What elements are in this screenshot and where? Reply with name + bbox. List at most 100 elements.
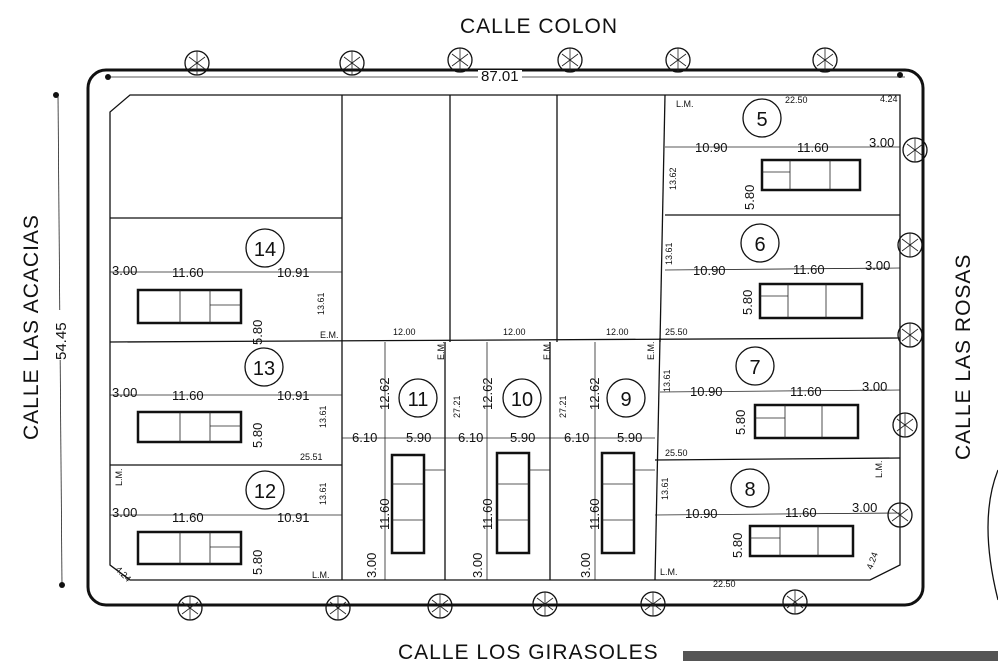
lot-depth: 13.61: [316, 292, 326, 315]
dim-d: 5.80: [740, 290, 755, 315]
lot-side: 25.50: [665, 448, 688, 458]
dim-a: 10.90: [685, 506, 718, 521]
lot-front: 12.00: [393, 327, 416, 337]
tree-row-south: [177, 589, 808, 621]
dim-b: 11.60: [172, 510, 204, 525]
dim-a: 6.10: [458, 430, 483, 445]
em-mark: E.M.: [646, 341, 656, 360]
street-west-label: CALLE LAS ACACIAS: [20, 214, 43, 440]
dim-a: 10.90: [693, 263, 726, 278]
dimension-end-dot: [53, 92, 59, 98]
em-mark: E.M.: [320, 330, 339, 340]
lot-side: 27.21: [558, 395, 568, 418]
dim-d: 5.80: [733, 410, 748, 435]
lot-11: 12.00 E.M. 11 12.62 27.21 6.10 5.90 11.6…: [342, 327, 462, 578]
dim-c: 3.00: [852, 500, 877, 515]
lot-number: 8: [744, 479, 755, 501]
lot-number: 12: [254, 481, 276, 503]
lot-number: 7: [749, 357, 760, 379]
dim-a: 3.00: [112, 385, 137, 400]
dim-d: 5.80: [742, 185, 757, 210]
dimension-end-dot: [105, 74, 111, 80]
west-side-dim: 25.50: [665, 327, 688, 337]
dimension-end-dot: [59, 582, 65, 588]
overall-width: 87.01: [481, 68, 519, 85]
lot-depth: 13.62: [668, 167, 678, 190]
em-mark: E.M.: [436, 341, 446, 360]
dimension-end-dot: [897, 72, 903, 78]
lot-front: 22.50: [785, 95, 808, 105]
dim-a: 6.10: [352, 430, 377, 445]
dim-d: 3.00: [470, 553, 485, 578]
lot-divisions: [109, 94, 901, 581]
dim-c: 11.60: [480, 498, 495, 530]
lot-10: 12.00 E.M. 10 12.62 27.21 6.10 5.90 11.6…: [445, 327, 568, 578]
block-inner-boundary: [109, 94, 901, 581]
dim-d: 5.80: [250, 423, 265, 448]
lot-front: 12.00: [606, 327, 629, 337]
height-label-bg: [52, 310, 68, 360]
dim-b: 11.60: [172, 265, 204, 280]
dim-a: 6.10: [564, 430, 589, 445]
lot-5: 5 L.M. 22.50 4.24 13.62 10.90 11.60 3.00…: [665, 94, 900, 210]
chamfer-label: 4.24: [864, 551, 879, 571]
lot-6: 6 13.61 10.90 11.60 3.00 5.80 25.50: [664, 223, 901, 337]
lot-depth: 13.61: [660, 477, 670, 500]
dim-c: 11.60: [377, 498, 392, 530]
dim-a: 3.00: [112, 263, 137, 278]
dim-b: 11.60: [172, 388, 204, 403]
width-label-bg: [478, 70, 522, 84]
lot-14: 14 3.00 11.60 10.91 5.80 13.61 E.M.: [110, 228, 342, 345]
lot-depth: 12.62: [480, 377, 495, 410]
lot-number: 11: [408, 389, 429, 411]
dim-d: 5.80: [250, 550, 265, 575]
dim-c: 11.60: [587, 498, 602, 530]
lm-mark: L.M.: [114, 468, 124, 486]
dim-a: 3.00: [112, 505, 137, 520]
dim-b: 11.60: [785, 505, 817, 520]
dim-d: 3.00: [578, 553, 593, 578]
dim-c: 10.91: [277, 265, 310, 280]
lot-side: 25.51: [300, 452, 323, 462]
street-east-label: CALLE LAS ROSAS: [952, 254, 975, 460]
chamfer-label: 4.24: [114, 564, 133, 583]
lot-number: 6: [754, 234, 765, 256]
dim-b: 5.90: [406, 430, 431, 445]
lm-mark: L.M.: [676, 99, 694, 109]
dim-d: 5.80: [250, 320, 265, 345]
lot-9: 12.00 E.M. 9 12.62 6.10 5.90 11.60 3.00: [550, 327, 656, 578]
dim-c: 3.00: [869, 135, 894, 150]
lot-front: 12.00: [503, 327, 526, 337]
dim-c: 3.00: [862, 379, 887, 394]
lm-mark: L.M.: [312, 570, 330, 580]
lot-depth: 12.62: [377, 377, 392, 410]
scan-strip: [683, 651, 998, 661]
dim-c: 10.91: [277, 388, 310, 403]
tree-row-north: [184, 47, 838, 76]
lot-depth: 13.61: [318, 482, 328, 505]
lot-number: 10: [511, 389, 533, 411]
lot-side: 27.21: [452, 395, 462, 418]
dim-a: 10.90: [695, 140, 728, 155]
dim-d: 3.00: [364, 553, 379, 578]
street-south-label: CALLE LOS GIRASOLES: [398, 641, 659, 661]
adjacent-block-edge: [987, 469, 998, 601]
lot-depth: 13.61: [318, 405, 328, 428]
overall-height: 54.45: [53, 322, 70, 360]
dim-b: 11.60: [793, 262, 825, 277]
dim-b: 11.60: [790, 384, 822, 399]
dim-d: 5.80: [730, 533, 745, 558]
street-north-label: CALLE COLON: [460, 15, 618, 38]
lot-13: 13 3.00 11.60 10.91 5.80 13.61 25.51: [110, 347, 342, 462]
dim-b: 11.60: [797, 140, 829, 155]
lot-depth: 12.62: [587, 377, 602, 410]
dim-c: 10.91: [277, 510, 310, 525]
lot-depth: 13.61: [662, 369, 672, 392]
dim-a: 10.90: [690, 384, 723, 399]
lm-mark: L.M.: [660, 567, 678, 577]
dim-b: 5.90: [617, 430, 642, 445]
lot-front: 22.50: [713, 579, 736, 589]
dim-b: 5.90: [510, 430, 535, 445]
lot-depth: 13.61: [664, 242, 674, 265]
